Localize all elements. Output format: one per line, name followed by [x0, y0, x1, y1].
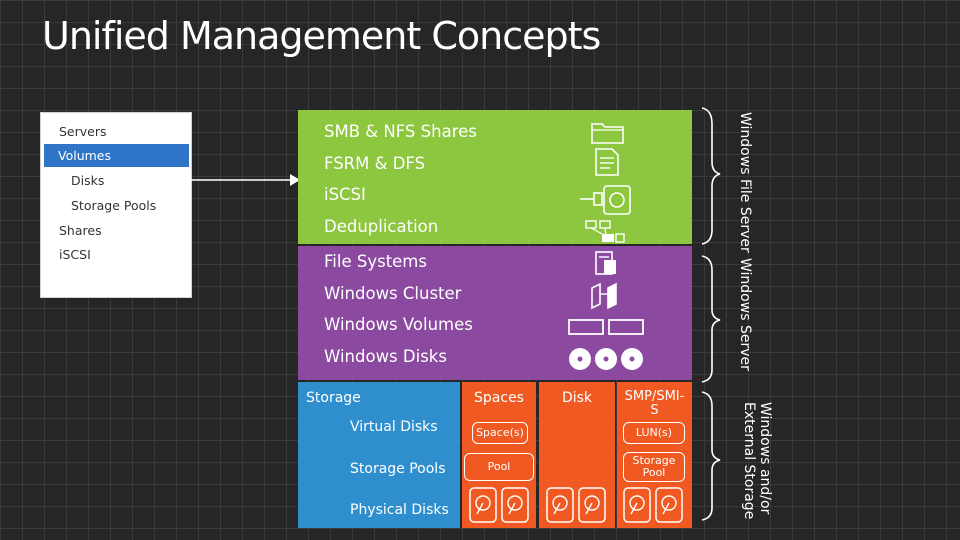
disk-plug-icon: [580, 185, 631, 215]
nav-item-shares[interactable]: Shares: [59, 223, 102, 238]
nav-item-servers[interactable]: Servers: [59, 124, 107, 139]
windows-volumes-label: Windows Volumes: [324, 315, 473, 334]
folder-icon: [591, 123, 624, 144]
pointer-arrow: [188, 174, 300, 186]
disk-column: Disk: [539, 382, 615, 528]
pool-pill: Pool: [464, 453, 534, 481]
nav-item-volumes[interactable]: Volumes: [44, 144, 189, 167]
spaces-column: Spaces Space(s) Pool: [462, 382, 536, 528]
physical-disk-icon: [546, 487, 606, 523]
physical-disks-label: Physical Disks: [350, 502, 449, 518]
physical-disk-icon: [623, 487, 683, 523]
disk-heading: Disk: [561, 390, 593, 406]
disks-icon: [569, 348, 643, 370]
windows-cluster-label: Windows Cluster: [324, 284, 462, 303]
smp-smis-column: SMP/SMI-S LUN(s) Storage Pool: [617, 382, 692, 528]
windows-file-server-label: Windows File Server: [737, 112, 753, 253]
deduplication-label: Deduplication: [324, 217, 439, 236]
layer-brackets: [701, 107, 721, 521]
nav-item-disks[interactable]: Disks: [71, 173, 105, 188]
storage-pool-pill: Storage Pool: [623, 452, 685, 482]
windows-server-band: File Systems Windows Cluster Windows Vol…: [298, 246, 692, 380]
physical-disk-icon: [469, 487, 529, 523]
storage-heading: Storage: [306, 390, 361, 406]
nav-item-storage-pools[interactable]: Storage Pools: [71, 198, 157, 213]
fsrm-dfs-label: FSRM & DFS: [324, 154, 426, 173]
page-title: Unified Management Concepts: [42, 14, 601, 58]
windows-server-label: Windows Server: [737, 258, 753, 371]
volumes-icon: [568, 319, 644, 335]
file-server-band: SMB & NFS Shares FSRM & DFS iSCSI Dedupl…: [298, 110, 692, 244]
spaces-heading: Spaces: [474, 390, 524, 406]
smb-nfs-shares-label: SMB & NFS Shares: [324, 122, 477, 141]
storage-pools-label: Storage Pools: [350, 461, 446, 477]
windows-disks-label: Windows Disks: [324, 347, 447, 366]
dedup-icon: [585, 220, 625, 243]
nav-item-iscsi[interactable]: iSCSI: [59, 247, 91, 262]
smp-smis-heading: SMP/SMI-S: [624, 389, 685, 418]
luns-pill: LUN(s): [623, 422, 685, 444]
iscsi-label: iSCSI: [324, 185, 366, 204]
spaces-pill: Space(s): [472, 422, 528, 444]
windows-external-storage-label: Windows and/or External Storage: [741, 402, 773, 520]
file-systems-label: File Systems: [324, 252, 427, 271]
storage-band: Storage Virtual Disks Storage Pools Phys…: [298, 382, 460, 528]
document-icon: [595, 148, 619, 176]
server-manager-nav: Servers Volumes Disks Storage Pools Shar…: [40, 112, 192, 298]
cluster-icon: [591, 282, 617, 310]
file-system-icon: [595, 251, 616, 275]
virtual-disks-label: Virtual Disks: [350, 419, 438, 435]
